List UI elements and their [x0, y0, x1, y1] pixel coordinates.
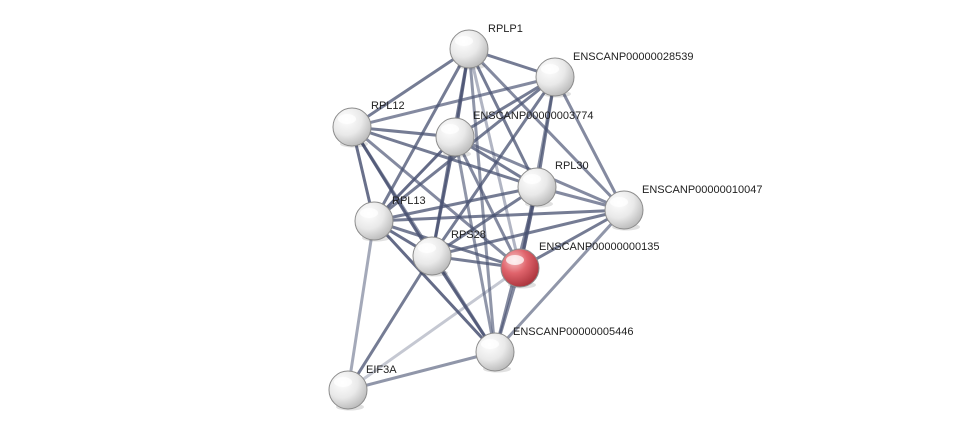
node-enscanp00000005446[interactable]: ENSCANP00000005446 [475, 326, 633, 373]
protein-node-circle[interactable] [435, 117, 475, 157]
node-highlight-shine [610, 197, 628, 207]
edge-rpl13-eif3a [346, 219, 376, 392]
node-eif3a[interactable]: EIF3A [328, 364, 397, 411]
node-highlight-shine [334, 377, 352, 387]
node-rpl12[interactable]: RPL12 [332, 100, 405, 148]
node-label-enscanp00000003774: ENSCANP00000003774 [473, 110, 593, 122]
edge-rplp1-enscanp00000005446 [467, 47, 497, 354]
node-label-enscanp00000010047: ENSCANP00000010047 [642, 184, 762, 196]
node-rplp1[interactable]: RPLP1 [449, 23, 523, 70]
node-rpl30[interactable]: RPL30 [517, 160, 589, 208]
edge-rpl12-enscanp00000000135 [350, 125, 522, 270]
node-enscanp00000028539[interactable]: ENSCANP00000028539 [535, 51, 693, 98]
node-highlight-shine [541, 64, 559, 74]
protein-node-circle[interactable] [475, 332, 515, 372]
edge-enscanp00000028539-rpl12 [350, 75, 557, 129]
node-label-rps28: RPS28 [451, 229, 486, 241]
protein-node-circle[interactable] [412, 236, 452, 276]
node-highlight-shine [418, 243, 436, 253]
node-rps28[interactable]: RPS28 [412, 229, 486, 277]
node-highlight-shine [441, 124, 459, 134]
edge-enscanp00000010047-enscanp00000005446 [493, 208, 626, 354]
edge-enscanp00000010047-enscanp00000000135 [518, 208, 626, 270]
edge-enscanp00000005446-eif3a [346, 350, 497, 392]
node-highlight-shine [481, 339, 499, 349]
edge-rplp1-rpl12 [350, 47, 471, 129]
edge-rpl12-rpl30 [350, 125, 539, 189]
node-highlight-shine [523, 174, 541, 184]
node-label-rpl12: RPL12 [371, 100, 405, 112]
protein-node-circle[interactable] [328, 370, 368, 410]
edge-enscanp00000028539-enscanp00000010047 [553, 75, 626, 212]
node-enscanp00000003774[interactable]: ENSCANP00000003774 [435, 110, 593, 158]
node-rpl13[interactable]: RPL13 [354, 195, 426, 242]
edge-rpl30-rpl13 [372, 185, 539, 223]
node-label-enscanp00000028539: ENSCANP00000028539 [573, 51, 693, 63]
edge-enscanp00000003774-rps28 [430, 135, 457, 258]
node-label-enscanp00000005446: ENSCANP00000005446 [513, 326, 633, 338]
node-label-rpl30: RPL30 [555, 160, 589, 172]
edge-enscanp00000010047-rps28 [430, 208, 626, 258]
node-highlight-shine [455, 36, 473, 46]
protein-node-circle[interactable] [354, 201, 394, 241]
edge-enscanp00000000135-eif3a [346, 266, 522, 392]
node-highlight-shine [506, 255, 524, 265]
edge-enscanp00000010047-rpl13 [372, 208, 626, 223]
protein-node-circle[interactable] [332, 107, 372, 147]
node-layer: RPLP1ENSCANP00000028539RPL12ENSCANP00000… [328, 23, 762, 411]
node-highlight-shine [338, 114, 356, 124]
edge-enscanp00000028539-rps28 [430, 75, 557, 258]
protein-node-circle[interactable] [517, 167, 557, 207]
edge-rps28-eif3a [346, 254, 434, 392]
protein-node-circle[interactable] [604, 190, 644, 230]
node-enscanp00000000135[interactable]: ENSCANP00000000135 [500, 241, 659, 289]
node-label-rpl13: RPL13 [392, 195, 426, 207]
protein-node-circle[interactable] [449, 29, 489, 69]
node-label-enscanp00000000135: ENSCANP00000000135 [539, 241, 659, 253]
node-label-eif3a: EIF3A [366, 364, 397, 376]
query-protein-node-circle[interactable] [500, 248, 540, 288]
node-enscanp00000010047[interactable]: ENSCANP00000010047 [604, 184, 762, 231]
protein-node-circle[interactable] [535, 57, 575, 97]
node-label-rplp1: RPLP1 [488, 23, 523, 35]
edge-rpl13-enscanp00000005446 [372, 219, 497, 354]
edge-rplp1-enscanp00000000135 [467, 47, 522, 270]
node-highlight-shine [360, 208, 378, 218]
edge-enscanp00000003774-enscanp00000000135 [453, 135, 522, 270]
